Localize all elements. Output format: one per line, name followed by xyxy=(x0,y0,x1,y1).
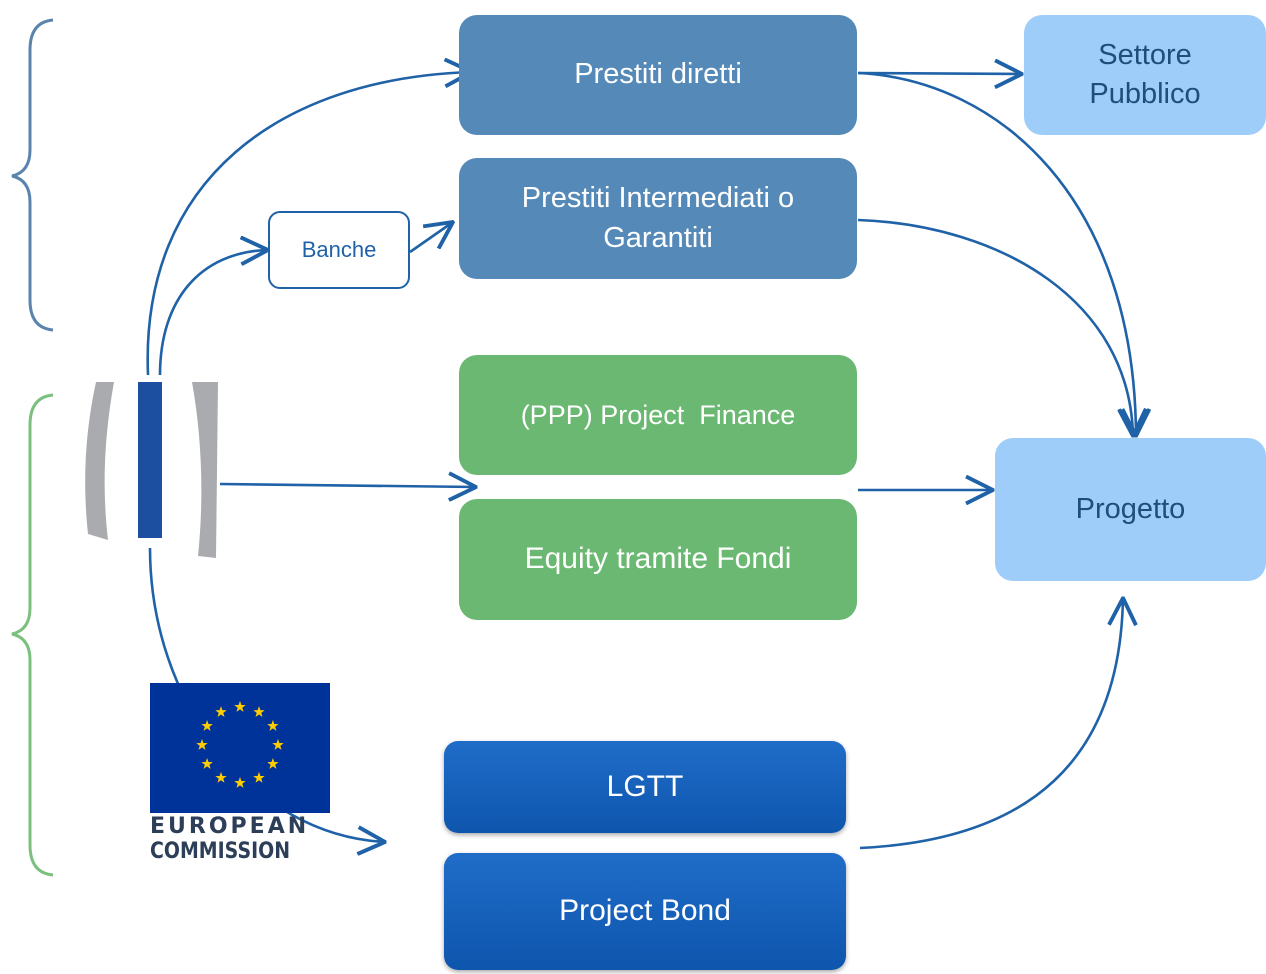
arrow-prestiti-diretti-to-settore-pubblico xyxy=(857,73,1022,74)
box-lgtt[interactable]: LGTT xyxy=(444,741,846,833)
arrow-eib-to-banche xyxy=(158,250,268,376)
box-ppp-project-finance[interactable]: (PPP) Project Finance xyxy=(459,355,857,475)
box-prestiti-diretti[interactable]: Prestiti diretti xyxy=(459,15,857,135)
eu-star-icon xyxy=(272,739,284,750)
arrow-prestiti-diretti-to-progetto xyxy=(857,71,1136,436)
eu-star-icon xyxy=(234,701,246,712)
ec-wordmark-line1: EUROPEAN xyxy=(150,814,310,839)
european-commission-flag xyxy=(150,683,330,813)
eu-star-icon xyxy=(201,758,213,769)
arrow-prestiti-intermediati-to-progetto xyxy=(857,218,1133,436)
eu-star-icon xyxy=(253,771,265,783)
box-equity-fondi[interactable]: Equity tramite Fondi xyxy=(459,499,857,620)
banche-label: Banche xyxy=(301,237,377,262)
eib-logo-left-bar xyxy=(85,382,114,540)
european-commission-wordmark: EUROPEAN COMMISSION xyxy=(150,815,340,865)
settore-pubblico-label: Settore Pubblico xyxy=(1089,38,1201,110)
eu-star-icon xyxy=(201,720,213,731)
arrow-eib-to-ppp xyxy=(219,484,476,487)
eu-star-icon xyxy=(234,777,246,788)
ppp-project-finance-label: (PPP) Project Finance xyxy=(520,399,796,430)
arrow-lgtt-to-progetto xyxy=(859,598,1123,850)
eu-star-icon xyxy=(215,706,227,717)
progetto-label: Progetto xyxy=(1075,492,1186,525)
eu-star-icon xyxy=(253,706,265,717)
prestiti-intermediati-label: Prestiti Intermediati o Garantiti xyxy=(521,182,795,254)
eu-star-icon xyxy=(196,739,208,750)
eib-logo xyxy=(85,382,218,558)
eib-logo-right-bar xyxy=(192,382,218,558)
brace-bottom xyxy=(11,393,54,877)
prestiti-diretti-label: Prestiti diretti xyxy=(574,58,742,91)
brace-top xyxy=(11,18,54,332)
equity-fondi-label: Equity tramite Fondi xyxy=(524,542,792,576)
eu-star-icon xyxy=(267,720,279,731)
eu-stars-icon xyxy=(196,701,284,788)
box-project-bond[interactable]: Project Bond xyxy=(444,853,846,970)
project-bond-label: Project Bond xyxy=(559,894,731,928)
arrow-eib-to-prestiti-diretti xyxy=(146,72,472,376)
eib-logo-center-bar xyxy=(138,382,162,538)
box-prestiti-intermediati[interactable]: Prestiti Intermediati o Garantiti xyxy=(459,158,857,279)
eu-star-icon xyxy=(267,758,279,769)
ec-wordmark-line2: COMMISSION xyxy=(150,839,291,864)
box-settore-pubblico[interactable]: Settore Pubblico xyxy=(1024,15,1266,135)
eu-star-icon xyxy=(215,771,227,783)
arrow-banche-to-prestiti-intermediati xyxy=(409,222,453,254)
lgtt-label: LGTT xyxy=(606,769,684,803)
box-banche[interactable]: Banche xyxy=(268,211,410,289)
box-progetto[interactable]: Progetto xyxy=(995,438,1266,581)
